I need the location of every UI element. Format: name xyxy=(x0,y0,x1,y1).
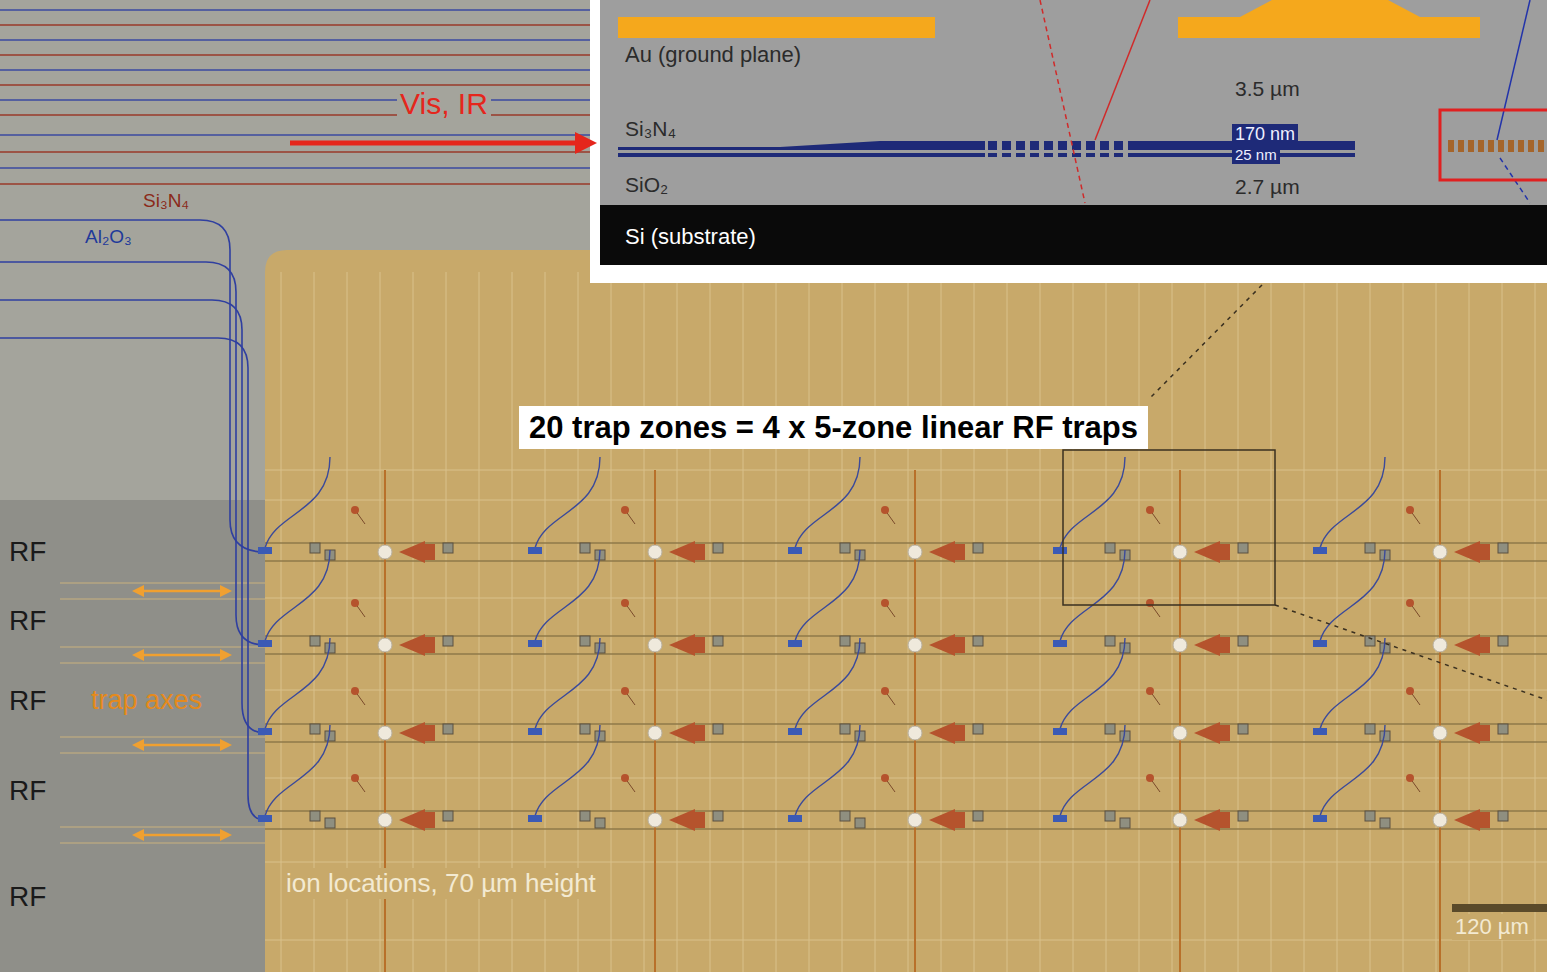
trap-rails xyxy=(265,543,1547,829)
box-text: 20 trap zones = 4 x 5-zone linear RF tra… xyxy=(529,409,1138,446)
substrate-layer xyxy=(600,205,1547,265)
grid-rows xyxy=(265,470,1547,940)
electrode-grid xyxy=(265,272,1547,972)
dimension-label: 3.5 µm xyxy=(1232,76,1303,101)
alumina-grating xyxy=(1448,140,1547,152)
highlight-box xyxy=(1440,110,1547,180)
caption-box: 20 trap zones = 4 x 5-zone linear RF tra… xyxy=(519,406,1148,449)
axis-strips xyxy=(60,583,265,843)
material-label: Al₂O₃ xyxy=(82,226,135,249)
electrode-label: RF xyxy=(6,604,49,638)
inset-frame xyxy=(590,0,1547,283)
electrode-label: RF xyxy=(6,774,49,808)
zoom-frame xyxy=(1063,450,1275,605)
electrode-label: RF xyxy=(6,535,49,569)
rf-panel xyxy=(0,500,265,972)
layer-label: SiO₂ xyxy=(622,172,671,197)
axis-label: trap axes xyxy=(88,684,205,716)
annotation-label: ion locations, 70 µm height xyxy=(283,868,599,899)
dimension-label: 2.7 µm xyxy=(1232,174,1303,199)
dimension-label: 25 nm xyxy=(1232,146,1280,164)
chip-micrograph xyxy=(265,250,1547,972)
electrode-label: RF xyxy=(6,684,49,718)
material-label: Si₃N₄ xyxy=(140,190,192,213)
beam-lines xyxy=(1040,0,1530,203)
trap-zones xyxy=(258,457,1508,831)
dimension-label: 170 nm xyxy=(1232,124,1298,146)
zoom-leaders xyxy=(1150,285,1547,700)
scale-bar xyxy=(1452,904,1547,912)
layer-label: Si (substrate) xyxy=(622,224,759,250)
scale-label: 120 µm xyxy=(1452,914,1532,940)
layer-label: Si₃N₄ xyxy=(622,116,679,141)
electrode-label: RF xyxy=(6,880,49,914)
layer-label: Au (ground plane) xyxy=(622,42,804,68)
cross-section xyxy=(600,0,1547,265)
light-input-arrow xyxy=(290,132,597,154)
light-label: Vis, IR xyxy=(397,86,491,122)
gold-electrodes xyxy=(618,0,1480,38)
